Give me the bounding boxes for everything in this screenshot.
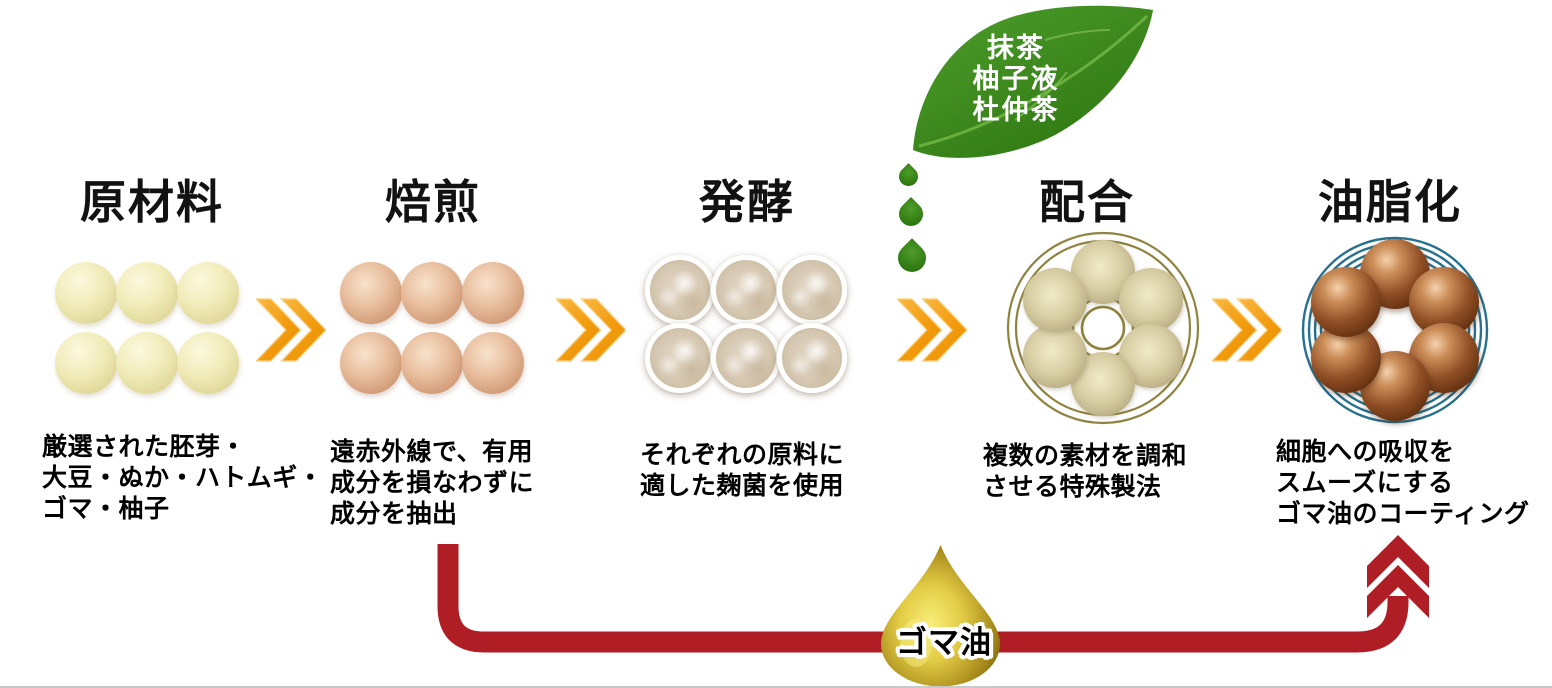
ingredient-ball xyxy=(401,332,463,394)
ingredient-ball xyxy=(462,332,524,394)
desc-oil-coating: 細胞への吸収を スムーズにする ゴマ油のコーティング xyxy=(1276,438,1530,528)
ingredient-ball xyxy=(1119,268,1183,332)
ingredient-ball xyxy=(777,255,847,325)
ingredient-ball xyxy=(1023,324,1087,388)
ingredient-ball xyxy=(1311,267,1381,337)
chevron-right-icon xyxy=(256,298,326,362)
stage-title-oil-coating: 油脂化 xyxy=(1318,176,1462,228)
ingredient-ball xyxy=(177,332,239,394)
ingredient-ball xyxy=(711,255,781,325)
sesame-oil-drop-icon xyxy=(881,545,1000,687)
ingredient-ball xyxy=(340,332,402,394)
ingredient-ball xyxy=(55,332,117,394)
ingredient-ball xyxy=(116,332,178,394)
ingredient-ball xyxy=(777,323,847,393)
ingredient-ball xyxy=(645,323,715,393)
ingredient-ball xyxy=(1023,268,1087,332)
raw-material-balls xyxy=(55,262,240,396)
ingredient-ball xyxy=(116,262,178,324)
ingredient-ball xyxy=(462,262,524,324)
desc-blending: 複数の素材を調和 させる特殊製法 xyxy=(983,442,1188,501)
desc-fermentation: それぞれの原料に 適した麹菌を使用 xyxy=(640,441,845,500)
bottom-border xyxy=(0,686,1552,688)
leaf-ingredients-label: 抹茶 柚子液 杜仲茶 xyxy=(972,33,1060,125)
red-up-chevron-icon xyxy=(1367,565,1429,618)
ingredient-ball xyxy=(401,262,463,324)
stage-title-roasting: 焙煎 xyxy=(385,176,481,228)
tea-leaf-icon xyxy=(913,5,1153,158)
sesame-oil-label: ゴマ油 xyxy=(896,625,992,660)
roasted-balls xyxy=(340,262,525,396)
desc-roasting: 遠赤外線で、有用 成分を損なわずに 成分を抽出 xyxy=(330,438,535,528)
ingredient-ball xyxy=(177,262,239,324)
stage-title-fermentation: 発酵 xyxy=(699,176,795,228)
ingredient-ball xyxy=(340,262,402,324)
chevron-right-icon xyxy=(1212,298,1282,362)
fermented-balls xyxy=(645,255,847,395)
desc-raw-materials: 厳選された胚芽・ 大豆・ぬか・ハトムギ・ ゴマ・柚子 xyxy=(42,433,324,523)
ingredient-ball xyxy=(55,262,117,324)
red-up-chevron-icon xyxy=(1367,535,1429,588)
stage-title-blending: 配合 xyxy=(1039,176,1135,228)
chevron-right-icon xyxy=(897,298,967,362)
stage-title-raw-materials: 原材料 xyxy=(80,176,224,228)
chevron-right-icon xyxy=(556,298,626,362)
